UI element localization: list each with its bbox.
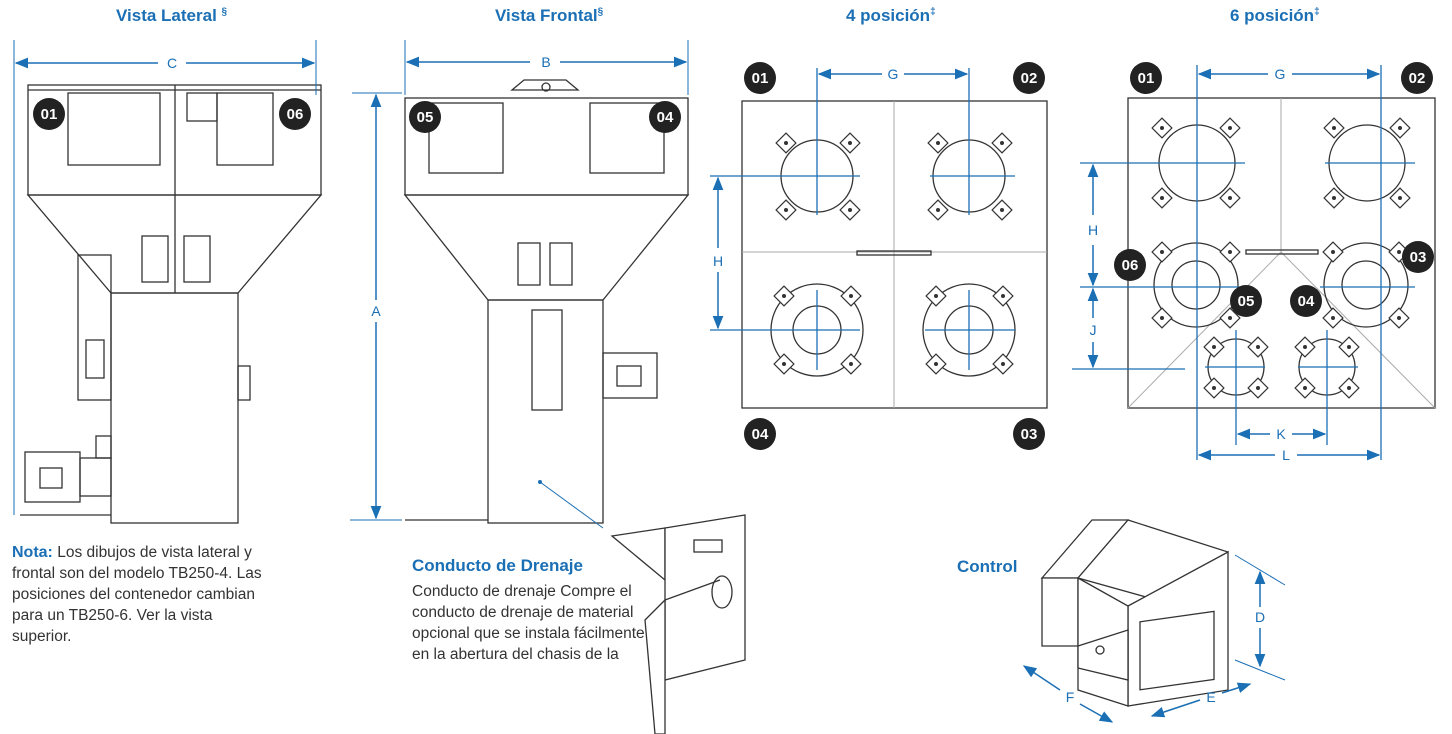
badge-pos6-05: 05 <box>1230 285 1262 317</box>
badge-pos6-01: 01 <box>1130 62 1162 94</box>
badge-pos4-03-text: 03 <box>1021 426 1038 443</box>
badge-pos4-01-text: 01 <box>752 70 769 87</box>
drain-chute-drawing <box>610 514 746 734</box>
badge-front-04-text: 04 <box>657 109 674 126</box>
badge-front-04: 04 <box>649 101 681 133</box>
dim-f-line-top <box>1022 665 1061 691</box>
dim-e-line-right <box>1221 682 1252 694</box>
control-box-drawing <box>1040 519 1230 707</box>
dim-g4-label: G <box>888 66 899 82</box>
badge-pos4-02: 02 <box>1013 62 1045 94</box>
badge-side-06-text: 06 <box>287 106 304 123</box>
dim-g6-label: G <box>1275 66 1286 82</box>
badge-side-06: 06 <box>279 98 311 130</box>
drain-title: Conducto de Drenaje <box>412 556 583 575</box>
pos6-centerlines <box>1072 65 1415 460</box>
title-pos4-text: 4 posición <box>846 6 931 25</box>
badge-pos6-06-text: 06 <box>1122 257 1139 274</box>
badge-pos4-02-text: 02 <box>1021 70 1038 87</box>
dim-d-ext-bottom <box>1234 659 1286 681</box>
badge-pos6-06: 06 <box>1114 249 1146 281</box>
title-lateral-mark: § <box>221 6 228 18</box>
badge-front-05: 05 <box>409 101 441 133</box>
badge-pos6-03: 03 <box>1402 241 1434 273</box>
dim-h4-label: H <box>713 253 723 269</box>
drain-pointer-line <box>539 481 604 529</box>
title-lateral: Vista Lateral § <box>116 6 227 26</box>
dim-e-line-left <box>1150 699 1201 718</box>
title-pos4: 4 posición‡ <box>846 6 936 26</box>
dim-e-label: E <box>1206 689 1215 705</box>
note-block: Nota: Los dibujos de vista lateral y fro… <box>12 542 272 647</box>
title-pos6-text: 6 posición <box>1230 6 1315 25</box>
badge-pos6-04-text: 04 <box>1298 293 1315 310</box>
badge-pos6-03-text: 03 <box>1410 249 1427 266</box>
dim-k-label: K <box>1276 426 1286 442</box>
dim-d-ext-top <box>1234 554 1286 586</box>
title-frontal-mark: § <box>597 6 604 18</box>
front-view-drawing <box>403 79 690 524</box>
badge-pos4-01: 01 <box>744 62 776 94</box>
dim-b-label: B <box>541 54 550 70</box>
badge-pos6-01-text: 01 <box>1138 70 1155 87</box>
note-label: Nota: <box>12 544 53 561</box>
dim-l-label: L <box>1282 447 1290 463</box>
dim-c-label: C <box>167 55 177 71</box>
badge-pos6-02-text: 02 <box>1409 70 1426 87</box>
title-frontal-text: Vista Frontal <box>495 6 598 25</box>
pos6-drawing <box>1127 97 1436 409</box>
badge-pos6-05-text: 05 <box>1238 293 1255 310</box>
badge-pos6-02: 02 <box>1401 62 1433 94</box>
title-frontal: Vista Frontal§ <box>495 6 603 26</box>
dim-h6-label: H <box>1088 222 1098 238</box>
side-view-drawing <box>20 84 323 524</box>
dim-a-label: A <box>371 303 381 319</box>
dim-f-label: F <box>1066 689 1075 705</box>
title-pos6: 6 posición‡ <box>1230 6 1320 26</box>
pos4-centerlines <box>710 68 1015 370</box>
badge-pos4-03: 03 <box>1013 418 1045 450</box>
dim-d-label: D <box>1255 609 1265 625</box>
badge-side-01: 01 <box>33 98 65 130</box>
title-pos6-mark: ‡ <box>1314 6 1320 18</box>
badge-pos6-04: 04 <box>1290 285 1322 317</box>
badge-pos4-04-text: 04 <box>752 426 769 443</box>
badge-front-05-text: 05 <box>417 109 434 126</box>
note-text: Los dibujos de vista lateral y frontal s… <box>12 544 262 645</box>
control-title: Control <box>957 557 1018 576</box>
badge-pos4-04: 04 <box>744 418 776 450</box>
title-lateral-text: Vista Lateral <box>116 6 217 25</box>
dim-j-label: J <box>1090 322 1097 338</box>
title-pos4-mark: ‡ <box>930 6 936 18</box>
badge-side-01-text: 01 <box>41 106 58 123</box>
drain-text: Conducto de drenaje Compre el conducto d… <box>412 583 645 663</box>
dim-f-line-bottom <box>1079 703 1114 723</box>
